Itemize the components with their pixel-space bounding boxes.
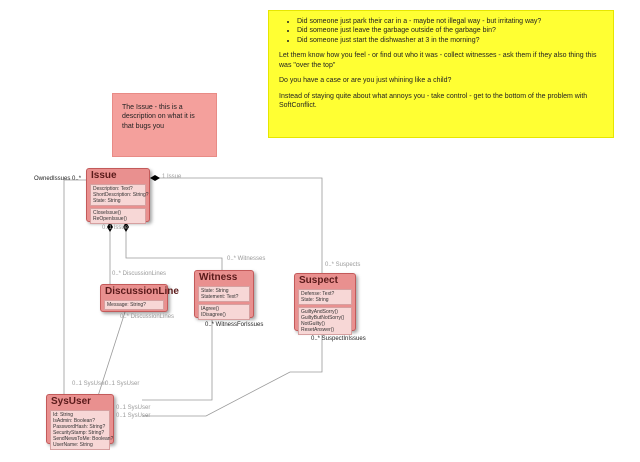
method: ReOpenIssue(): [93, 216, 127, 222]
attribute: SecurityStamp: String?: [53, 430, 105, 436]
note-bullet: Did someone just leave the garbage outsi…: [297, 26, 603, 35]
note-bullet: Did someone just park their car in a - m…: [297, 17, 603, 26]
sysuser-role-label: 0..1 SysUser: [116, 405, 151, 411]
witness-class[interactable]: Witness State: String Statement: Text? I…: [194, 270, 254, 320]
methods-compartment: IAgree() IDisagree(): [198, 304, 250, 320]
attributes-compartment: Id: String IsAdmin: Boolean? PasswordHas…: [50, 410, 114, 450]
sysuser-role-label: 0..1 SysUser: [72, 381, 107, 387]
attribute: Description: Text?: [93, 186, 133, 192]
discussionlines-label: 0..* DiscussionLines: [112, 271, 167, 277]
suspects-label: 0..* Suspects: [325, 262, 361, 268]
description-note-yellow: Did someone just park their car in a - m…: [268, 10, 614, 138]
ownedissues-association-line: [63, 179, 86, 401]
class-title: Issue: [91, 170, 117, 181]
methods-compartment: GuiltyAndSorry() GuiltyButNotSorry() Not…: [298, 307, 352, 335]
method: CloseIssue(): [93, 210, 122, 216]
attribute: ShortDescription: String?: [93, 192, 149, 198]
method: IAgree(): [201, 306, 220, 312]
issue-role-label: 1 Issue: [162, 174, 182, 180]
method: IDisagree(): [201, 312, 226, 318]
note-paragraph: Do you have a case or are you just whini…: [279, 77, 452, 85]
class-title: SysUser: [51, 396, 92, 407]
attributes-compartment: Defense: Text? State: String: [298, 289, 352, 305]
attribute: IsAdmin: Boolean?: [53, 418, 95, 424]
discussionline-class[interactable]: DiscussionLine Message: String?: [100, 284, 179, 312]
composition-diamond: [150, 175, 160, 181]
note-bullet: Did someone just start the dishwasher at…: [297, 36, 603, 45]
attribute: UserName: String: [53, 442, 93, 448]
note-paragraph: Instead of staying quite about what anno…: [279, 92, 588, 110]
witnesses-label: 0..* Witnesses: [227, 256, 266, 262]
composition-diamond: [123, 222, 129, 232]
class-title: DiscussionLine: [105, 286, 179, 297]
issue-class[interactable]: Issue Description: Text? ShortDescriptio…: [86, 168, 150, 224]
attributes-compartment: State: String Statement: Text?: [198, 286, 250, 302]
witness-sysuser-line: [142, 318, 213, 401]
sysuser-role-label: 0..1 SysUser: [105, 381, 140, 387]
witnessforissues-label: 0..* WitnessForIssues: [205, 322, 264, 328]
note-text: The Issue - this is a description on wha…: [122, 104, 195, 130]
witnesses-association-line: [125, 222, 223, 270]
class-title: Witness: [199, 272, 238, 283]
composition-diamond: [107, 222, 113, 232]
suspectinissues-label: 0..* SuspectInIssues: [311, 336, 366, 342]
attribute: State: String: [201, 288, 229, 294]
suspect-class[interactable]: Suspect Defense: Text? State: String Gui…: [294, 273, 356, 335]
ownedissues-label: OwnedIssues 0..*: [34, 176, 82, 182]
attribute: Message: String?: [107, 302, 146, 308]
method: GuiltyButNotSorry(): [301, 315, 345, 321]
attributes-compartment: Message: String?: [104, 300, 164, 310]
attribute: Id: String: [53, 412, 74, 418]
methods-compartment: CloseIssue() ReOpenIssue(): [90, 208, 146, 224]
discussionline-sysuser-line: [97, 311, 126, 397]
attributes-compartment: Description: Text? ShortDescription: Str…: [90, 184, 149, 206]
attribute: State: String: [93, 198, 121, 204]
suspects-association-line: [150, 177, 323, 273]
note-bullet-list: Did someone just park their car in a - m…: [279, 17, 603, 45]
method: NotGuilty(): [301, 321, 325, 327]
attribute: SendNewsToMe: Boolean?: [53, 436, 114, 442]
method: GuiltyAndSorry(): [301, 309, 338, 315]
issue-description-note: The Issue - this is a description on wha…: [112, 93, 217, 157]
method: ResetAnswer(): [301, 327, 335, 333]
attribute: Statement: Text?: [201, 294, 239, 300]
suspect-sysuser-line: [142, 330, 323, 417]
discussionlines-label: 0..* DiscussionLines: [120, 314, 175, 320]
class-title: Suspect: [299, 275, 338, 286]
attribute: State: String: [301, 297, 329, 303]
sysuser-class[interactable]: SysUser Id: String IsAdmin: Boolean? Pas…: [46, 394, 114, 450]
attribute: PasswordHash: String?: [53, 424, 106, 430]
issue-role-label: 0..1 Issue: [102, 225, 129, 231]
note-paragraph: Let them know how you feel - or find out…: [279, 52, 597, 69]
sysuser-role-label: 0..1 SysUser: [116, 413, 151, 419]
attribute: Defense: Text?: [301, 291, 335, 297]
